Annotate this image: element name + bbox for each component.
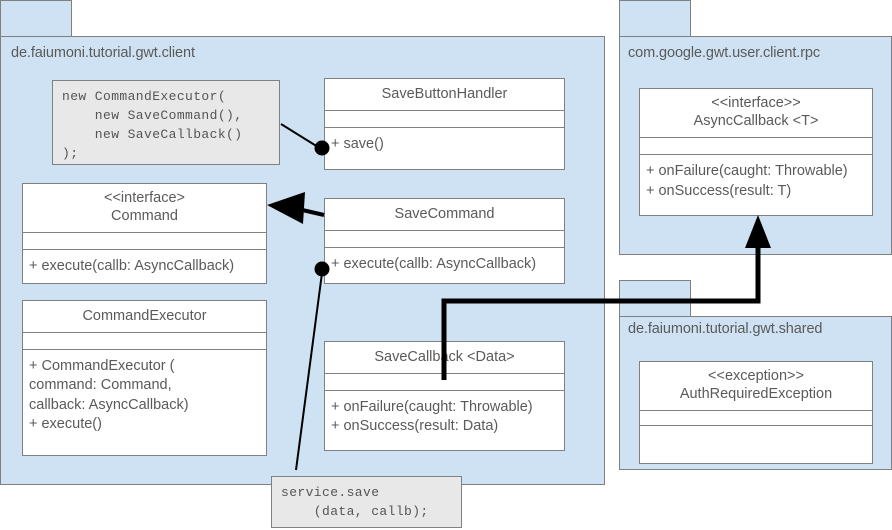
class-auth-required-exception-stereotype: <<exception>> [708,368,804,384]
class-command-executor-attributes [23,333,266,351]
class-async-callback-attributes [640,138,872,156]
class-command-operations: + execute(callb: AsyncCallback) [29,258,235,275]
class-auth-required-exception-attributes [640,411,872,427]
class-save-button-handler-name: SaveButtonHandler [325,79,564,112]
class-command-stereotype: <<interface> [103,190,186,206]
class-command-attributes [23,233,266,251]
class-async-callback[interactable]: <<interface>> AsyncCallback <T> + onFailu… [639,88,873,216]
class-auth-required-exception-name: <<exception>> AuthRequiredException [640,362,872,412]
class-command-executor[interactable]: CommandExecutor + CommandExecutor ( comm… [22,300,267,456]
package-shared-tab [619,280,691,317]
class-command-executor-operations: + CommandExecutor ( command: Command, ca… [29,358,189,432]
package-rpc-tab [619,0,691,37]
class-async-callback-stereotype: <<interface>> [711,95,801,111]
class-command-executor-name: CommandExecutor [23,301,266,334]
class-save-command-name: SaveCommand [325,199,564,232]
class-save-command[interactable]: SaveCommand + execute(callb: AsyncCallba… [324,198,565,284]
package-shared-label: de.faiumoni.tutorial.gwt.shared [628,321,823,337]
class-command-name: <<interface> Command [23,184,266,234]
class-async-callback-name: <<interface>> AsyncCallback <T> [640,89,872,139]
class-command-title: Command [111,208,178,225]
class-save-button-handler-attributes [325,111,564,129]
class-command[interactable]: <<interface> Command + execute(callb: Asy… [22,183,267,284]
class-save-callback-operations: + onFailure(caught: Throwable) + onSucce… [331,399,533,435]
note-command-executor: new CommandExecutor( new SaveCommand(), … [52,80,280,165]
class-save-callback-name: SaveCallback <Data> [325,342,564,375]
class-save-callback[interactable]: SaveCallback <Data> + onFailure(caught: … [324,341,565,451]
class-async-callback-title: AsyncCallback <T> [693,113,819,130]
class-save-callback-attributes [325,374,564,392]
package-rpc-label: com.google.gwt.user.client.rpc [628,45,821,61]
package-client-label: de.faiumoni.tutorial.gwt.client [11,45,195,61]
note-service-save: service.save (data, callb); [271,476,462,528]
class-save-button-handler[interactable]: SaveButtonHandler + save() [324,78,565,170]
package-client-tab [0,0,72,37]
class-auth-required-exception-operations [640,426,872,463]
class-auth-required-exception[interactable]: <<exception>> AuthRequiredException [639,361,873,464]
class-auth-required-exception-title: AuthRequiredException [679,386,833,403]
class-save-command-attributes [325,231,564,249]
class-save-command-operations: + execute(callb: AsyncCallback) [331,256,537,273]
class-async-callback-operations: + onFailure(caught: Throwable) + onSucce… [646,163,848,199]
class-save-button-handler-operations: + save() [331,136,384,153]
